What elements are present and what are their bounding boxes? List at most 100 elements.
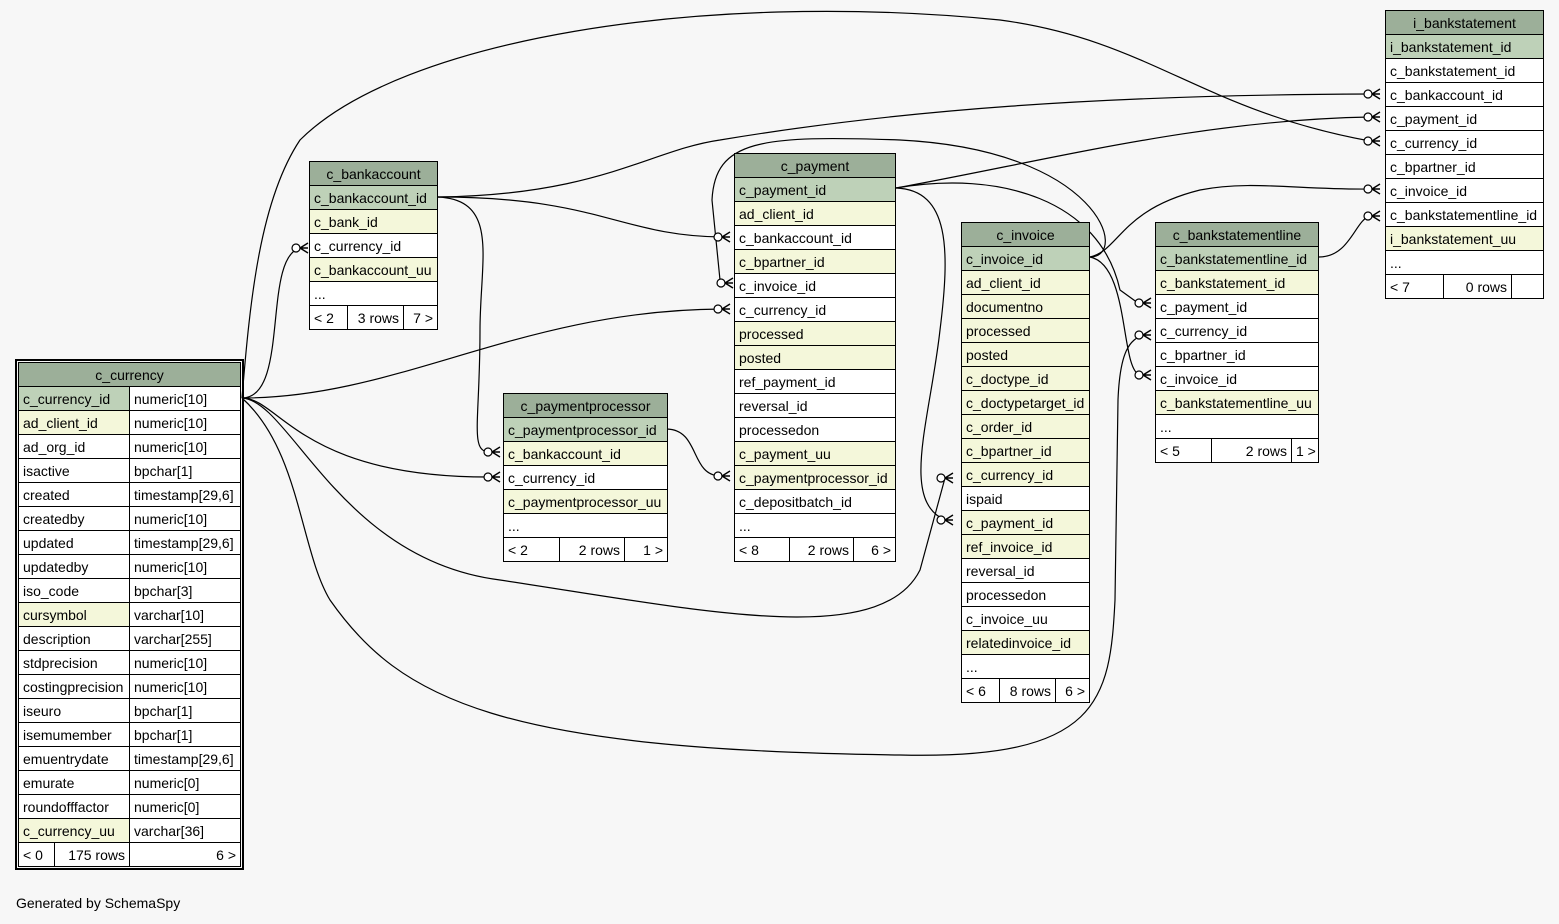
column-row[interactable]: ... <box>308 281 439 306</box>
parents-count[interactable]: < 7 <box>1385 274 1444 299</box>
column-row[interactable]: c_payment_uu <box>734 441 896 466</box>
column-row[interactable]: c_currency_id <box>502 465 669 490</box>
column-row[interactable]: reversal_id <box>960 558 1091 583</box>
column-row[interactable]: c_bankstatement_id <box>1384 58 1545 83</box>
column-row[interactable]: c_invoice_id <box>1384 178 1545 203</box>
table-title[interactable]: c_bankaccount <box>308 161 439 186</box>
column-row[interactable]: documentno <box>960 294 1091 319</box>
column-row[interactable]: ... <box>1384 250 1545 275</box>
column-row[interactable]: c_doctypetarget_id <box>960 390 1091 415</box>
column-row[interactable]: c_paymentprocessor_uu <box>502 489 669 514</box>
column-row[interactable]: i_bankstatement_id <box>1384 34 1545 59</box>
parents-count[interactable]: < 8 <box>734 537 790 562</box>
column-row[interactable]: c_currency_id <box>960 462 1091 487</box>
column-row[interactable]: processedon <box>734 417 896 442</box>
column-row[interactable]: ad_client_id <box>734 201 896 226</box>
column-row[interactable]: c_bankaccount_uu <box>308 257 439 282</box>
column-row[interactable]: relatedinvoice_id <box>960 630 1091 655</box>
column-row[interactable]: ... <box>960 654 1091 679</box>
column-row[interactable]: c_currency_id <box>308 233 439 258</box>
column-row[interactable]: c_currency_id <box>734 297 896 322</box>
column-row[interactable]: c_bankaccount_id <box>1384 82 1545 107</box>
column-row[interactable]: reversal_id <box>734 393 896 418</box>
column-row[interactable]: c_currency_id <box>1384 130 1545 155</box>
column-row[interactable]: posted <box>734 345 896 370</box>
parents-count[interactable]: < 0 <box>18 842 55 867</box>
column-row[interactable]: c_bpartner_id <box>1154 342 1320 367</box>
column-row[interactable]: c_currency_id <box>1154 318 1320 343</box>
column-row[interactable]: c_invoice_id <box>734 273 896 298</box>
column-row[interactable]: ispaid <box>960 486 1091 511</box>
children-count[interactable]: 6 > <box>1054 678 1091 703</box>
column-row[interactable]: c_bankstatement_id <box>1154 270 1320 295</box>
column-row[interactable]: ref_payment_id <box>734 369 896 394</box>
children-count[interactable]: 7 > <box>402 305 439 330</box>
column-row[interactable]: processed <box>734 321 896 346</box>
parents-count[interactable]: < 2 <box>309 305 348 330</box>
parents-count[interactable]: < 5 <box>1155 438 1212 463</box>
column-row[interactable]: c_bpartner_id <box>734 249 896 274</box>
column-row[interactable]: posted <box>960 342 1091 367</box>
parents-count[interactable]: < 6 <box>961 678 1000 703</box>
column-row[interactable]: ... <box>734 513 896 538</box>
column-row[interactable]: ... <box>1154 414 1320 439</box>
table-title[interactable]: c_paymentprocessor <box>502 393 669 418</box>
column-row[interactable]: c_invoice_id <box>960 246 1091 271</box>
column-row[interactable]: c_bankstatementline_id <box>1154 246 1320 271</box>
column-row[interactable]: c_bankaccount_id <box>734 225 896 250</box>
table-title[interactable]: i_bankstatement <box>1384 10 1545 35</box>
column-row[interactable]: c_invoice_id <box>1154 366 1320 391</box>
column-row[interactable]: c_bankaccount_id <box>502 441 669 466</box>
column-row[interactable]: c_payment_id <box>1384 106 1545 131</box>
children-count[interactable]: 1 > <box>1290 438 1320 463</box>
children-count[interactable]: 1 > <box>623 537 669 562</box>
table-title[interactable]: c_bankstatementline <box>1154 222 1320 247</box>
column-row[interactable]: ... <box>502 513 669 538</box>
column-row[interactable]: c_bankstatementline_uu <box>1154 390 1320 415</box>
column-row[interactable]: c_bank_id <box>308 209 439 234</box>
column-row[interactable]: ref_invoice_id <box>960 534 1091 559</box>
column-row[interactable]: c_payment_id <box>734 177 896 202</box>
column-row[interactable]: processedon <box>960 582 1091 607</box>
column-row[interactable]: ad_client_id <box>960 270 1091 295</box>
column-row[interactable]: c_order_id <box>960 414 1091 439</box>
column-row[interactable]: c_bpartner_id <box>1384 154 1545 179</box>
column-row[interactable]: c_payment_id <box>960 510 1091 535</box>
column-row[interactable]: c_doctype_id <box>960 366 1091 391</box>
children-count[interactable]: 6 > <box>853 537 896 562</box>
column-row[interactable]: c_paymentprocessor_id <box>502 417 669 442</box>
table-title[interactable]: c_invoice <box>960 222 1091 247</box>
column-row[interactable]: c_invoice_uu <box>960 606 1091 631</box>
children-count[interactable]: 6 > <box>128 842 242 867</box>
column-row[interactable]: c_payment_id <box>1154 294 1320 319</box>
column-row[interactable]: c_bpartner_id <box>960 438 1091 463</box>
children-count[interactable] <box>1510 274 1545 299</box>
column-row[interactable]: i_bankstatement_uu <box>1384 226 1545 251</box>
column-row[interactable]: c_bankstatementline_id <box>1384 202 1545 227</box>
column-row[interactable]: c_depositbatch_id <box>734 489 896 514</box>
column-row[interactable]: c_paymentprocessor_id <box>734 465 896 490</box>
column-row[interactable]: c_bankaccount_id <box>308 185 439 210</box>
column-row[interactable]: processed <box>960 318 1091 343</box>
table-title[interactable]: c_currency <box>17 362 242 387</box>
table-title[interactable]: c_payment <box>734 153 896 178</box>
parents-count[interactable]: < 2 <box>503 537 560 562</box>
